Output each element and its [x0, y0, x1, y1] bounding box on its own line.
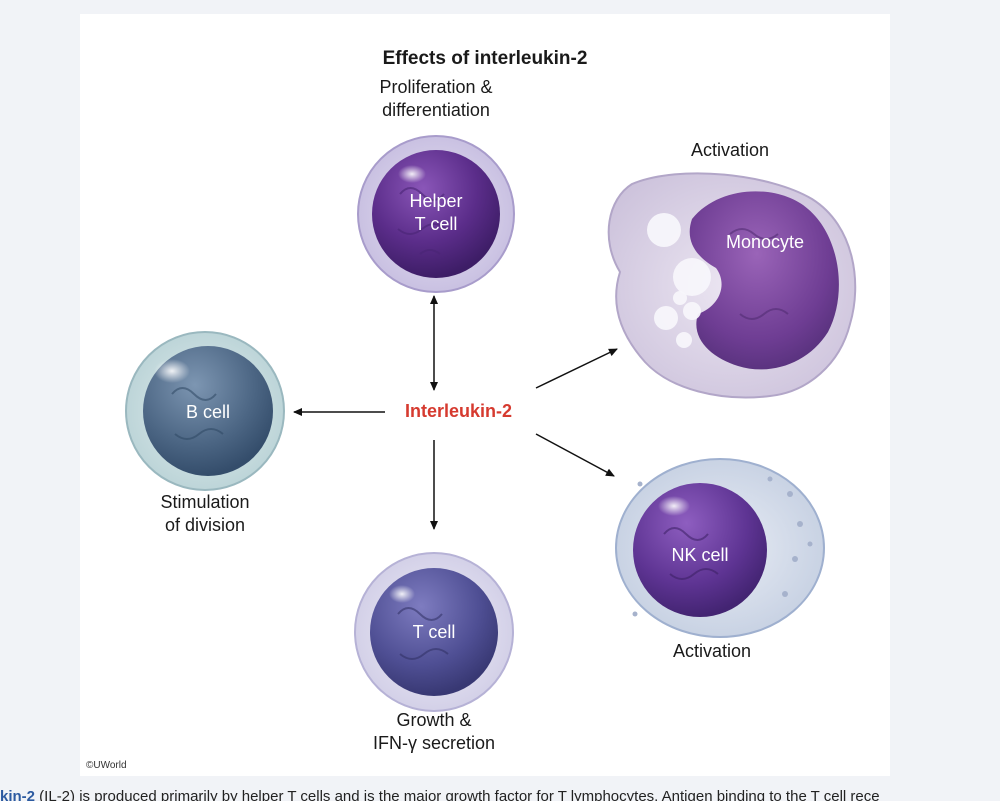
- monocyte-cell: [607, 172, 857, 399]
- helper-t-cell-effect: Proliferation & differentiation: [336, 76, 536, 122]
- arrow-to-monocyte: [535, 348, 618, 389]
- b-cell-effect-line1: Stimulation: [160, 492, 250, 512]
- b-cell-effect: Stimulation of division: [125, 491, 285, 537]
- t-cell-effect: Growth & IFN-γ secretion: [334, 709, 534, 755]
- diagram-title: Effects of interleukin-2: [382, 48, 588, 69]
- arrow-to-nk-cell: [535, 433, 615, 477]
- t-cell-effect-line1: Growth &: [396, 710, 472, 730]
- b-cell: [125, 331, 285, 491]
- helper-t-cell-name: Helper T cell: [376, 190, 496, 236]
- monocyte-effect: Activation: [690, 140, 770, 160]
- helper-t-cell: [357, 135, 515, 293]
- t-cell-name: T cell: [412, 622, 456, 642]
- diagram-canvas: [125, 135, 857, 712]
- helper-t-cell-name-line2: T cell: [414, 214, 458, 234]
- interleukin-2-label: Interleukin-2: [405, 401, 513, 421]
- b-cell-effect-line2: of division: [164, 515, 246, 535]
- explanation-caption: kin-2 (IL-2) is produced primarily by he…: [0, 787, 1000, 801]
- t-cell: [354, 552, 514, 712]
- t-cell-effect-line2: IFN-γ secretion: [372, 733, 496, 753]
- caption-term: kin-2: [0, 788, 36, 801]
- b-cell-name: B cell: [185, 402, 230, 422]
- nk-cell-name: NK cell: [671, 545, 729, 565]
- helper-t-cell-effect-line1: Proliferation &: [379, 77, 493, 97]
- monocyte-name: Monocyte: [725, 232, 805, 252]
- nk-cell: [615, 458, 825, 638]
- arrows: [293, 295, 618, 530]
- diagram-figure: Effects of interleukin-2 Proliferation &…: [80, 14, 890, 776]
- helper-t-cell-effect-line2: differentiation: [382, 100, 490, 120]
- caption-text: (IL-2) is produced primarily by helper T…: [35, 788, 880, 801]
- helper-t-cell-name-line1: Helper: [409, 191, 463, 211]
- nk-cell-effect: Activation: [672, 641, 752, 661]
- copyright-credit: ©UWorld: [86, 760, 127, 771]
